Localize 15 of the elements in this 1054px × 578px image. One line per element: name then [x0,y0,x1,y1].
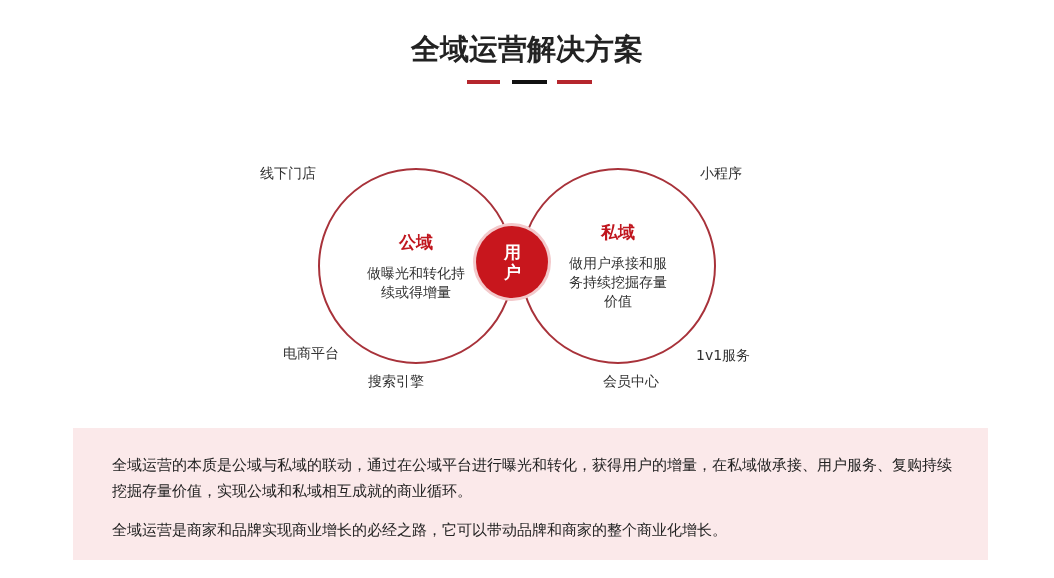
channel-label: 1v1服务 [696,347,751,365]
channel-label: 电商平台 [283,345,339,363]
circle-heading: 私域 [601,221,635,245]
highlight-circle [476,226,548,298]
circle-description: 做曝光和转化持续或得增量 [366,263,466,302]
title: 全域运营解决方案 [410,31,644,68]
paragraph: 全域运营的本质是公域与私域的联动，通过在公域平台进行曝光和转化，获得用户的增量，在私域做承接、用户服务、复购持续挖掘存量价值，实现公域和私域相互成就的商业循环。 [112,455,953,503]
circle-label: 用户 [502,241,522,283]
channel-label: 搜索引擎 [368,373,424,391]
channel-label: 线下门店 [260,165,316,183]
circle-heading: 公域 [399,230,433,254]
channel-label: 小程序 [700,165,742,183]
channel-label: 会员中心 [603,373,659,391]
paragraph: 全域运营是商家和品牌实现商业增长的必经之路，它可以带动品牌和商家的整个商业化增长。 [112,520,728,541]
circle-description: 做用户承接和服务持续挖掘存量价值 [568,254,668,311]
